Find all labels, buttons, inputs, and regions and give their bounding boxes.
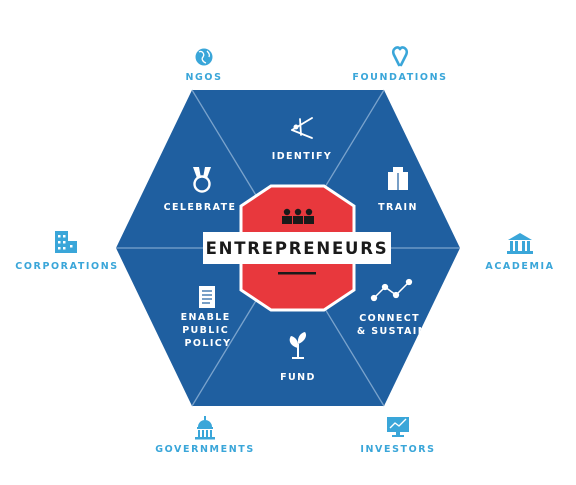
buildings-icon [55, 231, 77, 253]
capitol-icon [195, 416, 215, 440]
stakeholder-label-academia: ACADEMIA [485, 261, 554, 272]
segment-label-enable-public-policy: ENABLE PUBLIC POLICY [181, 312, 236, 349]
stakeholder-label-foundations: FOUNDATIONS [352, 72, 447, 83]
center-underline [278, 272, 316, 275]
book-icon [388, 167, 408, 190]
segment-label-connect-sustain: CONNECT & SUSTAIN [357, 313, 427, 337]
segment-label-train: TRAIN [378, 202, 418, 213]
sprout-icon [289, 332, 307, 359]
stakeholder-labels: NGOS FOUNDATIONS ACADEMIA INVESTORS GOVE… [15, 72, 554, 455]
ribbon-icon [392, 46, 408, 67]
stakeholder-label-ngos: NGOS [185, 72, 222, 83]
segment-label-identify: IDENTIFY [272, 151, 332, 162]
document-icon [199, 286, 215, 308]
stakeholder-label-corporations: CORPORATIONS [15, 261, 118, 272]
center-label: ENTREPRENEURS [206, 239, 389, 258]
stakeholder-label-governments: GOVERNMENTS [155, 444, 255, 455]
globe-icon [195, 48, 213, 66]
center-label-box [203, 232, 391, 264]
medal-icon [193, 167, 211, 193]
telescope-icon [291, 117, 313, 139]
people-icon [282, 208, 314, 224]
stakeholder-label-investors: INVESTORS [360, 444, 435, 455]
segment-labels: IDENTIFY TRAIN CONNECT & SUSTAIN FUND EN… [164, 151, 427, 383]
network-icon [370, 278, 413, 302]
segment-label-celebrate: CELEBRATE [164, 202, 237, 213]
chart-monitor-icon [387, 417, 409, 437]
institution-icon [507, 233, 533, 254]
segment-label-fund: FUND [280, 372, 316, 383]
